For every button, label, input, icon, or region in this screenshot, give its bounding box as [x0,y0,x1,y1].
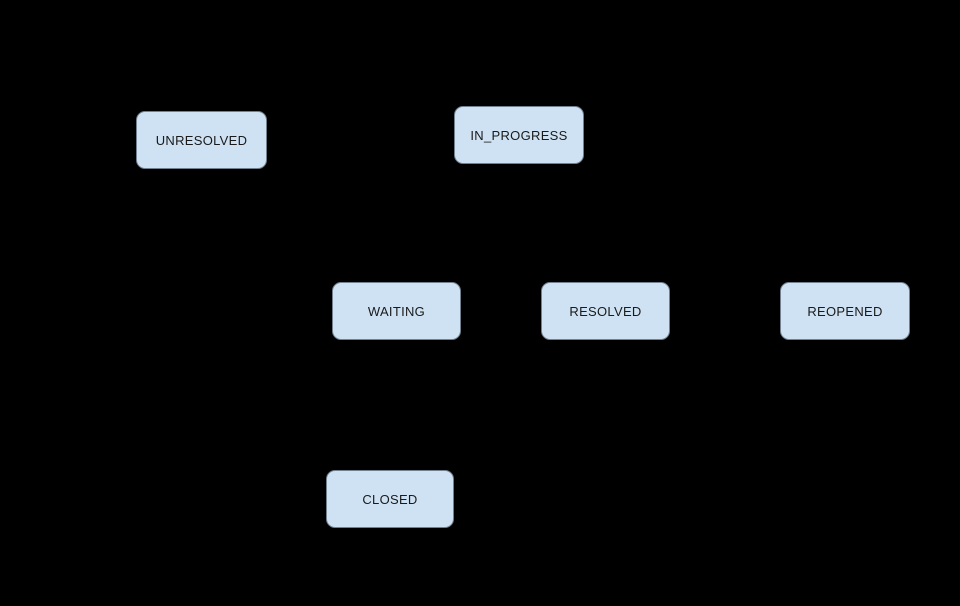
state-node-in-progress: IN_PROGRESS [454,106,584,164]
state-node-closed: CLOSED [326,470,454,528]
state-node-waiting: WAITING [332,282,461,340]
state-node-label: RESOLVED [569,303,642,319]
state-node-resolved: RESOLVED [541,282,670,340]
state-node-label: WAITING [367,303,426,319]
state-node-label: REOPENED [807,303,883,319]
state-node-label: CLOSED [362,491,418,507]
state-node-unresolved: UNRESOLVED [136,111,267,169]
state-node-label: IN_PROGRESS [470,127,568,143]
state-node-label: UNRESOLVED [155,132,248,148]
state-node-reopened: REOPENED [780,282,910,340]
